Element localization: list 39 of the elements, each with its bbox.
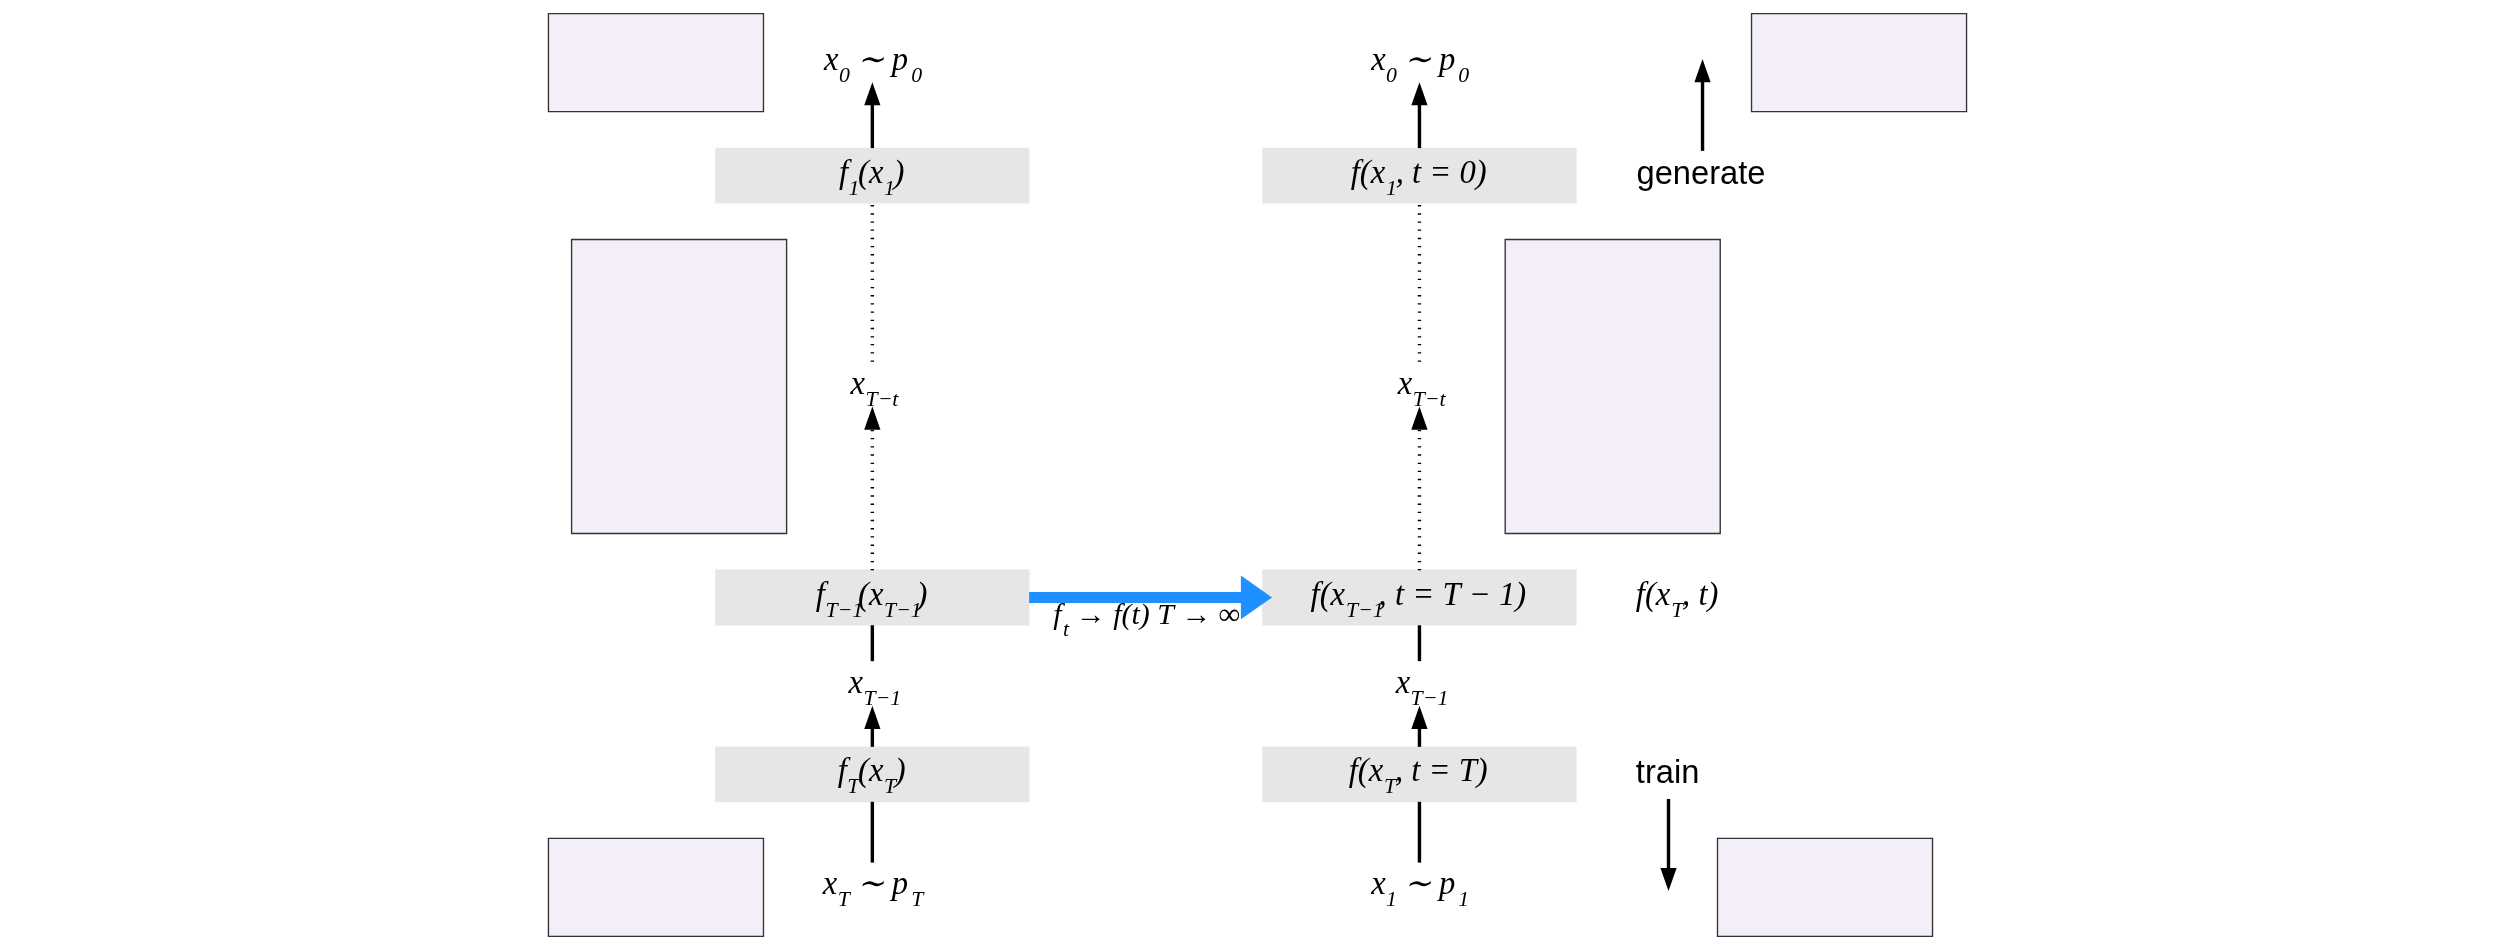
node-box	[1750, 12, 1967, 113]
arrow	[1028, 575, 1272, 620]
connector	[1417, 203, 1421, 362]
arrow	[1693, 59, 1711, 151]
node-text: x$_{T−1}$	[848, 664, 901, 711]
node-text: generate	[1636, 154, 1765, 192]
node-text: x$_{T}$ ∼ p$_{T}$	[822, 865, 923, 912]
connector	[870, 203, 874, 362]
arrow	[863, 705, 880, 747]
label: f(x$_{T}$, t)	[1635, 575, 1718, 622]
connector	[1417, 625, 1421, 662]
node-text: x$_{T−t}$	[1397, 364, 1445, 411]
node-box	[547, 837, 764, 938]
node-box: f$_{1}$(x$_{1}$)	[714, 147, 1030, 204]
connector	[870, 801, 874, 863]
arrow	[863, 406, 880, 571]
node-text: x$_{0}$ ∼ p$_{0}$	[1370, 40, 1469, 87]
node-box	[1716, 837, 1933, 938]
node-text: train	[1635, 752, 1699, 790]
node-box: f$_{T−1}$(x$_{T−1}$)	[714, 569, 1030, 626]
arrow	[1410, 406, 1428, 571]
node-box	[570, 238, 787, 535]
node-text: x$_{T−t}$	[850, 364, 898, 411]
node-text: x$_{0}$ ∼ p$_{0}$	[823, 40, 922, 87]
node-box: f(x$_{T−1}$, t = T − 1)	[1261, 569, 1577, 626]
connector	[1417, 801, 1421, 863]
node-box: f(x$_{1}$, t = 0)	[1261, 147, 1577, 204]
arrow	[1659, 799, 1677, 892]
node-box	[547, 12, 764, 113]
node-box	[1504, 238, 1721, 535]
node-text: x$_{1}$ ∼ p$_{1}$	[1370, 865, 1469, 912]
node-box: f$_{T}$(x$_{T}$)	[714, 746, 1030, 803]
node-text: x$_{T−1}$	[1395, 664, 1448, 711]
node-box: f(x$_{T}$, t = T)	[1261, 746, 1577, 803]
arrow	[1410, 82, 1428, 149]
arrow	[1410, 705, 1428, 747]
connector	[870, 625, 874, 662]
edge-label: f$_{t}$ → f(t) T → ∞	[1052, 597, 1240, 642]
arrow	[863, 82, 880, 149]
